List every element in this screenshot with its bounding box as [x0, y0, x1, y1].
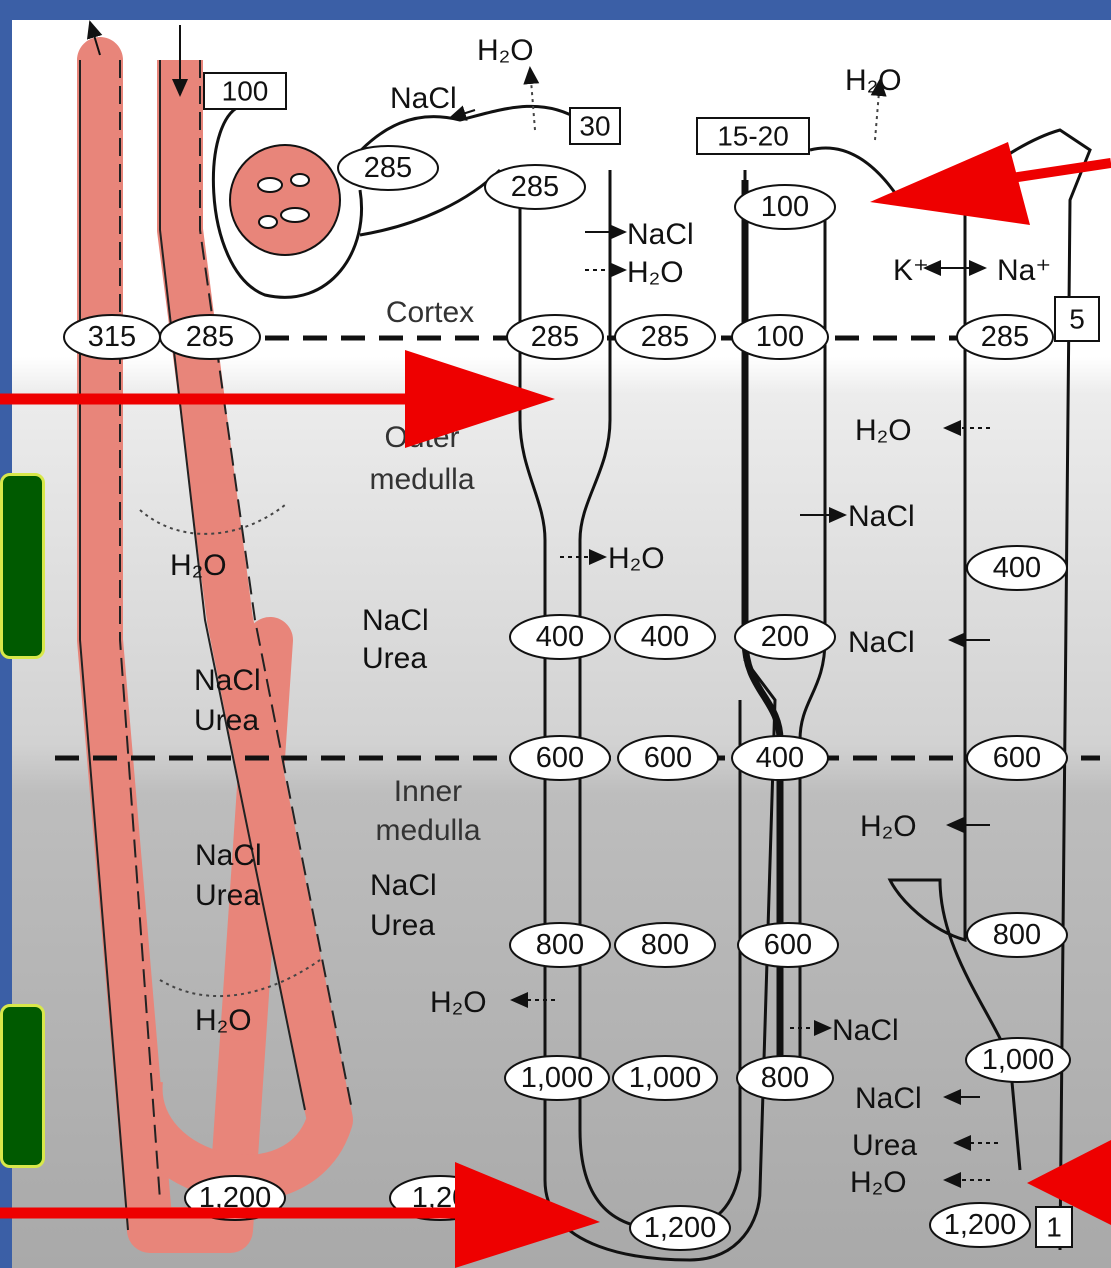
cd-h2o-top: H₂O [845, 64, 902, 97]
annotation-arrows [0, 142, 1111, 1268]
asc-val-0: 100 [756, 321, 804, 353]
cd-val-4: 1,000 [982, 1044, 1055, 1076]
cd-na: Na⁺ [997, 254, 1051, 287]
cd-val-5: 1,200 [944, 1209, 1017, 1241]
zone-inner-medulla-line2: medulla [375, 814, 480, 847]
asc-val-3: 600 [764, 929, 812, 961]
vasa-h2o-lower: H₂O [195, 1004, 252, 1037]
vasa-urea-left-upper: Urea [194, 704, 259, 737]
desc-col1-2: 600 [536, 742, 584, 774]
vasa-h2o-upper: H₂O [170, 549, 227, 582]
cd-box-top: 5 [1069, 304, 1085, 335]
vasa-box: 100 [222, 76, 269, 107]
cd-val-3: 800 [993, 919, 1041, 951]
green-callout-upper [0, 473, 45, 659]
vasa-nacl-left-lower: NaCl [195, 839, 262, 872]
cd-h2o-3: H₂O [850, 1166, 907, 1199]
cd-val-1: 400 [993, 552, 1041, 584]
desc-col2-3: 800 [641, 929, 689, 961]
asc-val-1: 200 [761, 621, 809, 653]
red-arrow-top-right [870, 142, 1111, 225]
zone-outer-medulla-line2: medulla [369, 463, 474, 496]
vasa-nacl-left-upper: NaCl [194, 664, 261, 697]
cd-box-bottom: 1 [1046, 1212, 1062, 1243]
zone-inner-medulla-line1: Inner [394, 775, 462, 808]
cd-val-0: 285 [981, 321, 1029, 353]
vasa-urea-right-lower: Urea [370, 909, 435, 942]
cd-nacl-1: NaCl [832, 1014, 899, 1047]
red-arrow-loop-bottom [0, 1162, 600, 1268]
cd-val-2: 600 [993, 742, 1041, 774]
desc-col2-4: 1,000 [629, 1062, 702, 1094]
cd-nacl-2: NaCl [855, 1082, 922, 1115]
flow-boxes: 100 30 15-20 5 1 [203, 72, 1100, 1248]
asc-nacl-outer: NaCl [848, 500, 915, 533]
desc-h2o-out: H₂O [627, 256, 684, 289]
cd-urea: Urea [852, 1129, 917, 1162]
cd-k: K⁺ [893, 254, 929, 287]
red-arrow-outer-medulla [0, 350, 555, 448]
osmolarity-ovals: 315 285 1,200 1,20 285 285 285 400 600 8… [63, 145, 1071, 1251]
glomerulus-box: 30 [579, 111, 610, 142]
glomerulus-osm: 285 [364, 152, 412, 184]
cd-h2o-1: H₂O [855, 414, 912, 447]
desc-osm-top: 285 [511, 171, 559, 203]
descending-limb [510, 170, 777, 1262]
desc-bottom: 1,200 [644, 1212, 717, 1244]
desc-h2o-outer: H₂O [608, 542, 665, 575]
desc-col2-2: 600 [644, 742, 692, 774]
asc-val-2: 400 [756, 742, 804, 774]
zone-cortex: Cortex [386, 296, 474, 329]
vasa-osm-315: 315 [88, 321, 136, 353]
glomerulus-h2o: H₂O [477, 34, 534, 67]
vasa-urea-left-lower: Urea [195, 879, 260, 912]
cd-h2o-2: H₂O [860, 810, 917, 843]
desc-col2-1: 400 [641, 621, 689, 653]
glomerulus-nacl: NaCl [390, 82, 457, 115]
vasa-osm-285: 285 [186, 321, 234, 353]
desc-col1-1: 400 [536, 621, 584, 653]
desc-col2-0: 285 [641, 321, 689, 353]
green-callout-lower [0, 1004, 45, 1168]
desc-col1-4: 1,000 [521, 1062, 594, 1094]
red-arrow-bottom-right [1027, 1140, 1111, 1225]
vasa-nacl-right-lower: NaCl [370, 869, 437, 902]
desc-col1-0: 285 [531, 321, 579, 353]
asc-val-4: 800 [761, 1062, 809, 1094]
desc-nacl-out: NaCl [627, 218, 694, 251]
desc-col1-3: 800 [536, 929, 584, 961]
desc-h2o-inner: H₂O [430, 986, 487, 1019]
asc-nacl-inner: NaCl [848, 626, 915, 659]
vasa-nacl-right-upper: NaCl [362, 604, 429, 637]
vasa-urea-right-upper: Urea [362, 642, 427, 675]
asc-top: 100 [761, 191, 809, 223]
asc-box: 15-20 [717, 121, 789, 152]
